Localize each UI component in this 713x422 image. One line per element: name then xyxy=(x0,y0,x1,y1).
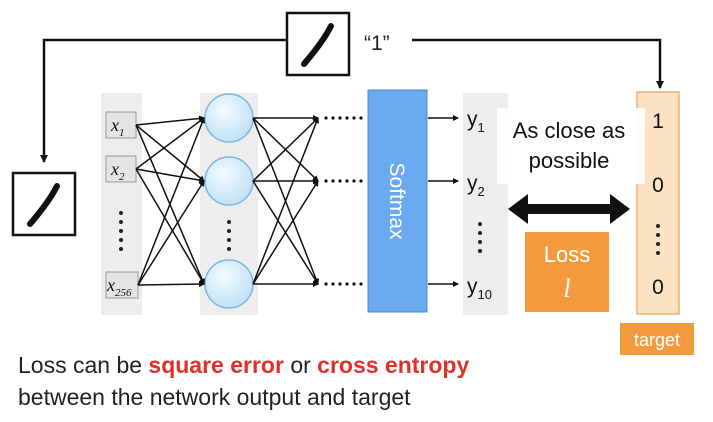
output-y10: y10 xyxy=(467,275,492,302)
square-error-highlight: square error xyxy=(148,352,284,378)
softmax-label: Softmax xyxy=(385,162,408,240)
layer-continuation-dots xyxy=(324,116,363,286)
output-y1: y1 xyxy=(467,108,485,135)
svg-text:x1: x1 xyxy=(110,115,125,139)
target-ellipsis xyxy=(656,224,660,255)
input-ellipsis xyxy=(119,211,123,251)
hidden-ellipsis xyxy=(227,220,231,251)
svg-text:x256: x256 xyxy=(106,275,132,299)
softmax-layer: Softmax xyxy=(367,89,428,313)
callout-line2: possible xyxy=(529,148,610,173)
input-node-x1: x1 xyxy=(105,111,137,139)
output-y2: y2 xyxy=(467,172,485,199)
target-value: 0 xyxy=(652,276,664,299)
caption-text: or xyxy=(283,352,318,378)
hidden-next-connections xyxy=(252,115,319,287)
digit-image-input xyxy=(11,171,77,237)
loss-title: Loss xyxy=(544,242,590,267)
target-value: 0 xyxy=(652,174,664,197)
caption-line2: between the network output and target xyxy=(18,384,411,410)
hidden-neuron xyxy=(204,156,254,206)
svg-text:x2: x2 xyxy=(110,159,125,183)
caption-line1: Loss can be square error or cross entrop… xyxy=(18,349,469,381)
double-arrow-icon xyxy=(508,194,630,224)
callout-line1: As close as xyxy=(513,118,626,143)
hidden-neuron xyxy=(204,93,254,143)
target-label-box: target xyxy=(620,323,694,355)
input-node-x2: x2 xyxy=(105,155,137,183)
close-as-possible-callout: As close as possible xyxy=(497,108,645,184)
caption-text: Loss can be xyxy=(18,352,149,378)
softmax-output-arrows xyxy=(428,115,459,287)
top-connector xyxy=(40,38,664,163)
input-hidden-connections xyxy=(135,115,205,288)
hidden-neuron xyxy=(204,259,254,309)
cross-entropy-highlight: cross entropy xyxy=(317,352,470,378)
label-one: “1” xyxy=(364,32,390,55)
target-value: 1 xyxy=(652,110,664,133)
loss-box: Loss l xyxy=(525,232,609,312)
caption: Loss can be square error or cross entrop… xyxy=(18,349,469,413)
output-ellipsis xyxy=(478,222,482,253)
target-label: target xyxy=(634,330,680,350)
loss-symbol: l xyxy=(563,274,570,303)
input-node-x256: x256 xyxy=(105,271,139,299)
digit-image-top xyxy=(285,11,351,77)
